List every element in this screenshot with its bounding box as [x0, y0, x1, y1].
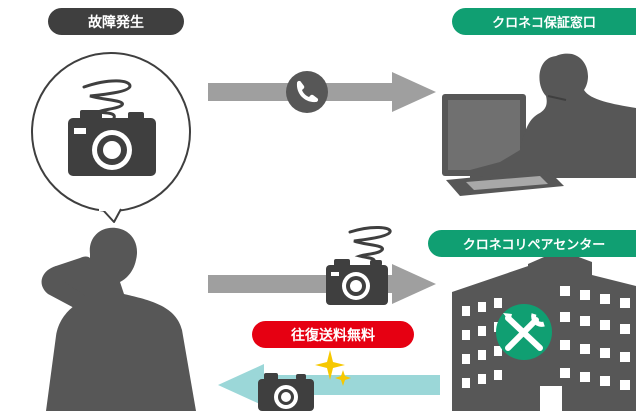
person-icon	[41, 227, 196, 411]
camera-icon	[326, 259, 388, 305]
dizzy-scribble-icon	[348, 226, 392, 264]
sparkle-icon	[315, 350, 351, 386]
phone-icon	[286, 71, 328, 113]
return-arrow	[218, 364, 440, 406]
label-call-center: クロネコ保証窓口	[452, 8, 636, 35]
label-free-shipping: 往復送料無料	[252, 321, 414, 348]
tools-icon	[496, 304, 552, 360]
camera-icon	[258, 373, 314, 411]
arrow-to-repair-center	[208, 264, 436, 304]
camera-icon	[68, 110, 156, 176]
label-repair-center: クロネコリペアセンター	[428, 230, 636, 257]
label-trouble: 故障発生	[48, 8, 184, 35]
operator-icon	[442, 53, 636, 196]
